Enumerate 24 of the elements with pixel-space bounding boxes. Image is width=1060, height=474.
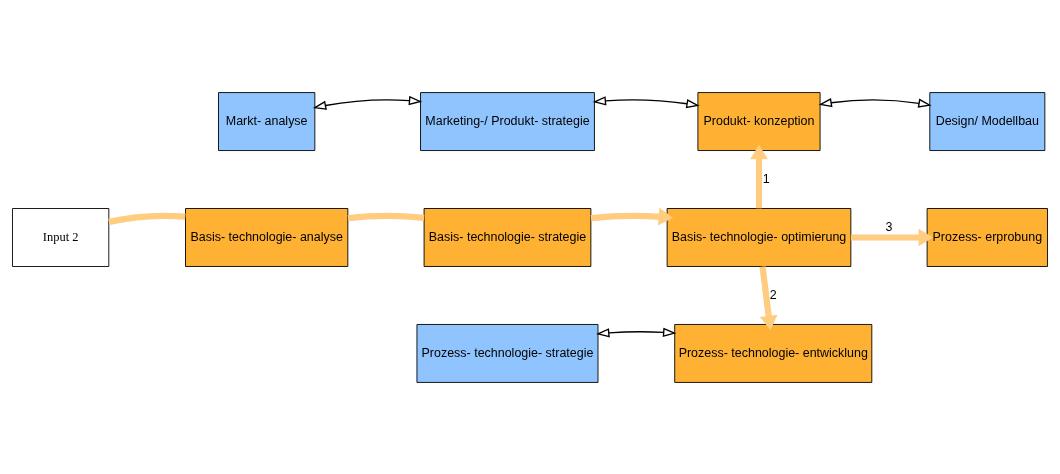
node-box: Basis- technologie- strategie: [423, 207, 592, 267]
arrow: [759, 265, 778, 330]
edge-label: 2: [769, 287, 777, 302]
connector: [108, 212, 186, 225]
edge-label: 3: [885, 219, 893, 234]
arrow: [596, 327, 677, 338]
arrow: [850, 228, 934, 246]
arrow: [750, 144, 768, 208]
arrow: [592, 95, 700, 108]
connector: [347, 212, 425, 221]
node-box: Produkt- konzeption: [697, 91, 821, 151]
node-box: Design/ Modellbau: [929, 91, 1046, 151]
node-box: Prozess- erprobung: [926, 207, 1048, 267]
node-box: Prozess- technologie- strategie: [416, 323, 599, 383]
arrow: [312, 95, 423, 110]
node-box: Marketing-/ Produkt- strategie: [420, 91, 595, 151]
node-box: Prozess- technologie- entwicklung: [674, 323, 873, 383]
node-box: Basis- technologie- analyse: [185, 207, 349, 267]
arrow: [818, 97, 932, 108]
edge-label: 1: [762, 171, 770, 186]
node-box: Markt- analyse: [218, 91, 316, 151]
node-box: Input 2: [12, 207, 110, 267]
node-box: Basis- technologie- optimierung: [666, 207, 852, 267]
arrow: [590, 207, 674, 225]
